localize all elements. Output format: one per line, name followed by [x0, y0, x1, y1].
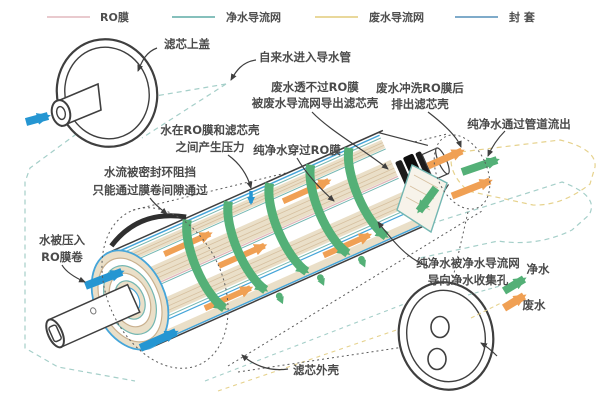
legend: RO膜 净水导流网 废水导流网 封 套 — [47, 10, 536, 24]
clean-mesh-sheet-outline — [24, 83, 227, 382]
cap-outlet-hole-1 — [430, 315, 450, 339]
label-waste-blocked-1: 废水透不过RO膜 — [271, 80, 359, 94]
waste-water-arrow — [501, 292, 527, 312]
endcap-pointer — [480, 342, 498, 357]
waste-mesh-guide-line — [217, 310, 453, 392]
legend-label-envelope: 封 套 — [509, 10, 536, 24]
bottom-end-cap — [397, 281, 498, 391]
unrolled-sheet — [396, 164, 448, 234]
label-pressure-1: 水在RO膜和滤芯壳 — [160, 123, 260, 137]
waste-out-arrow-top — [426, 147, 465, 170]
cap-outlet-hole-2 — [427, 347, 447, 371]
label-pure-guided-1: 纯净水被净水导流网 — [416, 256, 520, 270]
pure-out-arrow — [460, 156, 500, 176]
label-clean-water: 净水 — [527, 262, 550, 276]
label-seal-1: 水流被密封环阻挡 — [104, 165, 196, 179]
center-tube — [45, 283, 141, 349]
shell-right-ring — [433, 134, 491, 210]
label-pure-guided-2: 导向净水收集孔 — [428, 273, 509, 287]
label-shell: 滤芯外壳 — [293, 363, 339, 377]
legend-item-envelope: 封 套 — [455, 10, 536, 24]
tube-perforation — [90, 307, 97, 315]
shell-cross-sections — [101, 134, 491, 369]
shell-left-ring — [101, 207, 229, 369]
annotations: 滤芯上盖 自来水进入导水管 废水透不过RO膜 被废水导流网导出滤芯壳 废水冲洗R… — [39, 37, 571, 377]
feed-arrows-into-roll — [83, 268, 179, 352]
label-pure-out-pipe: 纯净水通过管道流出 — [467, 117, 571, 131]
leader-lines — [61, 47, 506, 371]
label-waste-flush-2: 排出滤芯壳 — [391, 97, 449, 111]
legend-label-waste-mesh: 废水导流网 — [369, 10, 424, 24]
housing-sketch — [24, 83, 596, 392]
shell-endcap-links — [237, 211, 469, 373]
outlet-arrows — [426, 147, 500, 200]
clean-water-arrow — [501, 275, 527, 295]
seal-ring — [109, 213, 187, 248]
legend-item-waste-mesh: 废水导流网 — [315, 10, 424, 24]
legend-label-ro: RO膜 — [100, 10, 129, 24]
waste-mesh-unrolled-outline — [450, 139, 596, 206]
pure-flow-droplets — [275, 255, 366, 305]
tube-square-socket — [48, 324, 62, 343]
pure-flow-bands — [182, 146, 389, 313]
tap-water-inlet-arrow — [24, 112, 51, 126]
label-pure-through: 纯净水穿过RO膜 — [253, 143, 341, 157]
label-tap-in: 自来水进入导水管 — [259, 50, 351, 64]
label-waste-blocked-2: 被废水导流网导出滤芯壳 — [252, 96, 379, 110]
legend-label-clean-mesh: 净水导流网 — [226, 10, 281, 24]
label-pressed-1: 水被压入 — [39, 233, 85, 247]
waste-out-arrow-bottom — [450, 177, 493, 200]
label-seal-2: 只能通过膜卷间隙通过 — [93, 183, 208, 197]
legend-item-clean-mesh: 净水导流网 — [172, 10, 281, 24]
legend-item-ro-membrane: RO膜 — [47, 10, 129, 24]
clean-mesh-unrolled-outline — [404, 181, 593, 259]
label-pressed-2: RO膜卷 — [41, 250, 83, 264]
clean-mesh-guide-line — [204, 288, 444, 382]
top-end-cap — [24, 38, 159, 148]
label-pressure-2: 之间产生压力 — [176, 140, 245, 154]
output-summary-arrows — [467, 275, 527, 319]
label-waste-water: 废水 — [523, 298, 546, 312]
pure-flow-sheet-arrow — [415, 185, 440, 214]
label-waste-flush-1: 废水冲洗RO膜后 — [376, 81, 464, 95]
label-top-cover: 滤芯上盖 — [164, 37, 210, 51]
cap-inlet-hole — [55, 105, 67, 121]
